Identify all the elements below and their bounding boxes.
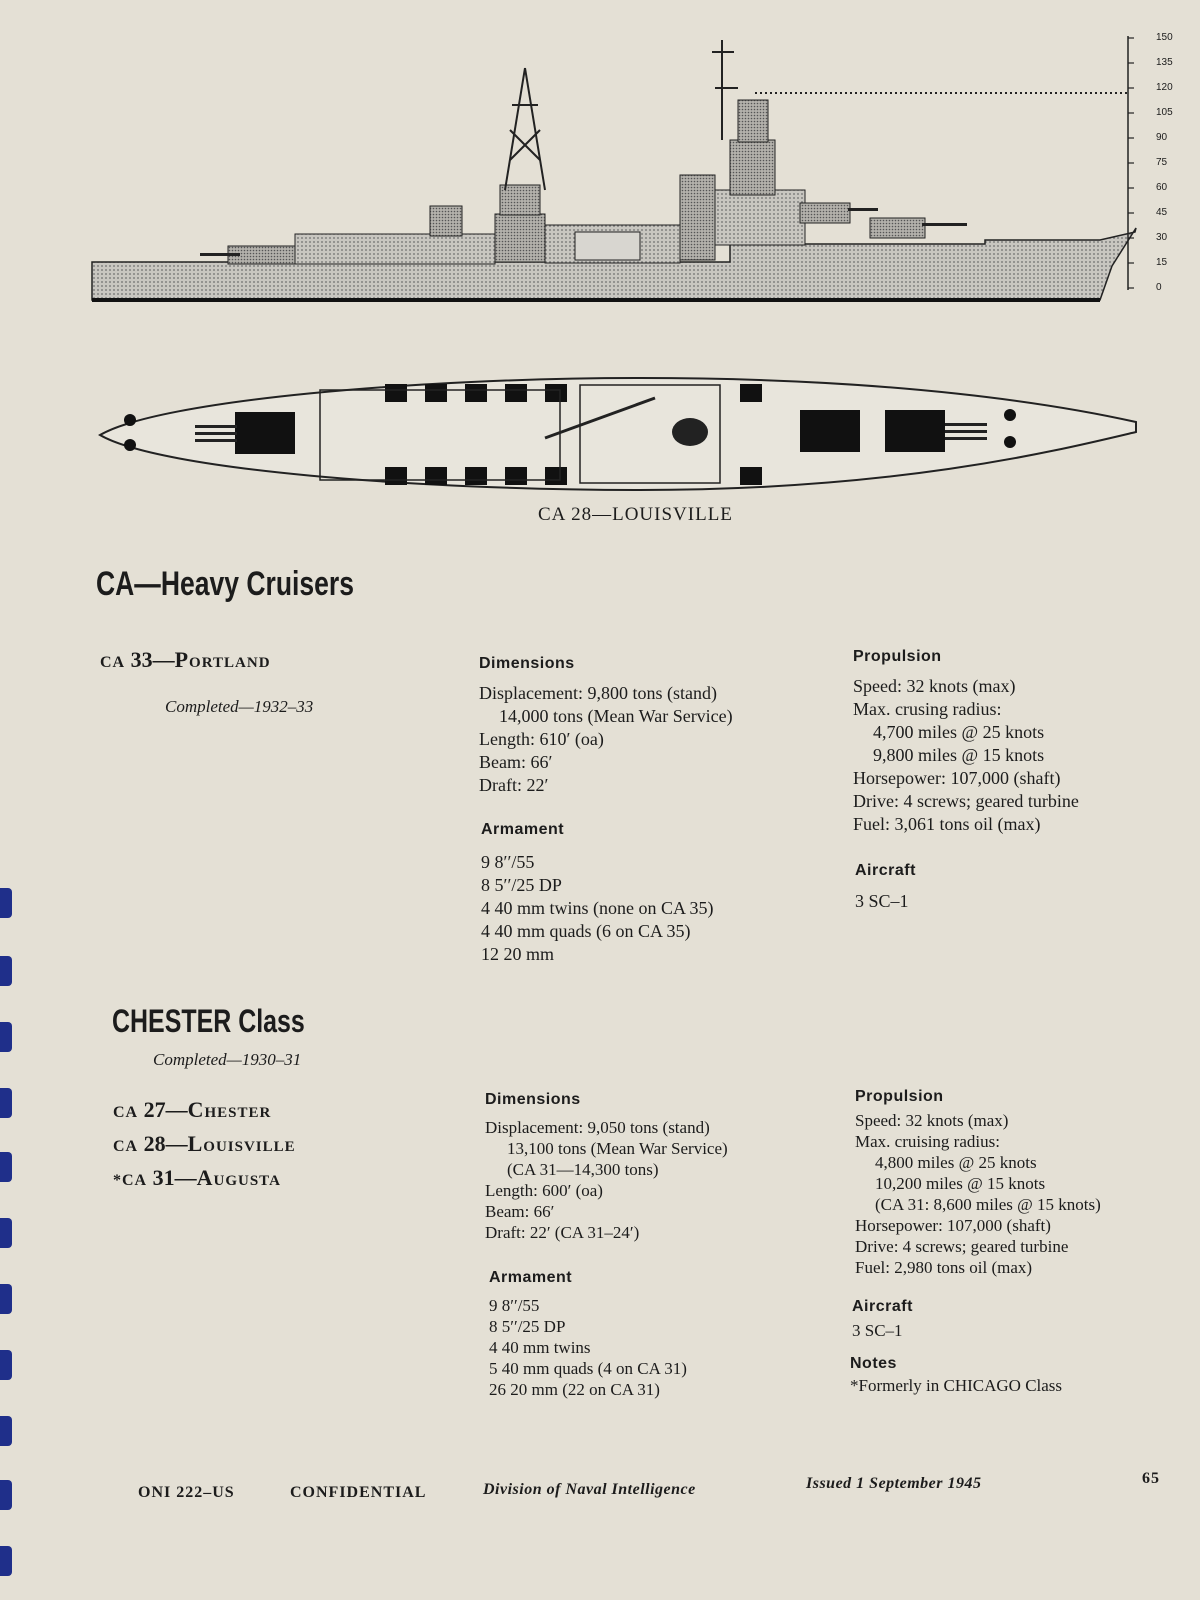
spec-line: Max. cruising radius:: [855, 1132, 1000, 1151]
ship-prefix: *CA: [113, 1172, 148, 1189]
ship-number: 27—: [143, 1097, 188, 1122]
dimensions-block: Dimensions Displacement: 9,800 tons (sta…: [479, 655, 733, 797]
spec-line: 9 8′′/55: [481, 852, 535, 872]
spec-line: Speed: 32 knots (max): [855, 1111, 1009, 1130]
spec-line: Max. crusing radius:: [853, 699, 1002, 719]
ship-plan-drawing: [98, 376, 1137, 492]
armament-block: Armament 9 8′′/55 8 5′′/25 DP 4 40 mm tw…: [481, 821, 714, 966]
spec-line: 26 20 mm (22 on CA 31): [489, 1380, 660, 1399]
ship-number: 33—: [130, 647, 175, 672]
ship-prefix: CA: [113, 1104, 139, 1121]
ship-list: CA 27—Chester CA 28—Louisville *CA 31—Au…: [113, 1094, 296, 1196]
aircraft-block: Aircraft 3 SC–1: [855, 862, 916, 913]
propulsion-heading: Propulsion: [853, 648, 942, 665]
scale-label: 105: [1156, 107, 1173, 118]
dimensions-heading: Dimensions: [479, 655, 575, 672]
spec-line: 4,700 miles @ 25 knots: [873, 722, 1045, 742]
spec-line: 4 40 mm twins: [489, 1338, 591, 1357]
ship-name: Chester: [187, 1097, 272, 1122]
armament-block: Armament 9 8′′/55 8 5′′/25 DP 4 40 mm tw…: [489, 1269, 687, 1400]
spec-line: 5 40 mm quads (4 on CA 31): [489, 1359, 687, 1378]
scale-label: 150: [1156, 32, 1173, 43]
ship-designation: *CA 31—Augusta: [113, 1162, 296, 1196]
spec-line: 8 5′′/25 DP: [489, 1317, 566, 1336]
spec-line: (CA 31—14,300 tons): [507, 1160, 659, 1179]
footer-doc-id: ONI 222–US: [138, 1484, 235, 1501]
scale-label: 30: [1156, 232, 1168, 243]
drawing-caption: CA 28—LOUISVILLE: [538, 504, 733, 525]
dimensions-heading: Dimensions: [485, 1091, 581, 1108]
ship-designation: CA 27—Chester: [113, 1094, 296, 1128]
ship-designation: CA 28—Louisville: [113, 1128, 296, 1162]
ship-number: 28—: [143, 1131, 188, 1156]
scale-label: 75: [1156, 157, 1168, 168]
spec-line: Fuel: 2,980 tons oil (max): [855, 1258, 1033, 1277]
spec-line: 12 20 mm: [481, 944, 555, 964]
ship-designation: CA 33—Portland: [100, 647, 271, 673]
spec-line: Length: 610′ (oa): [479, 729, 604, 749]
spec-line: Speed: 32 knots (max): [853, 676, 1016, 696]
spec-line: 4 40 mm quads (6 on CA 35): [481, 921, 691, 941]
spec-line: 9,800 miles @ 15 knots: [873, 745, 1045, 765]
scale-label: 60: [1156, 182, 1168, 193]
propulsion-block: Propulsion Speed: 32 knots (max) Max. cr…: [855, 1088, 1101, 1278]
spec-line: Drive: 4 screws; geared turbine: [853, 791, 1079, 811]
spec-line: 9 8′′/55: [489, 1296, 540, 1315]
spec-line: (CA 31: 8,600 miles @ 15 knots): [875, 1195, 1101, 1214]
spec-line: 4,800 miles @ 25 knots: [875, 1153, 1037, 1172]
footer-classification: CONFIDENTIAL: [290, 1484, 427, 1501]
aircraft-heading: Aircraft: [855, 862, 916, 879]
section-title: CA—Heavy Cruisers: [96, 565, 354, 603]
propulsion-block: Propulsion Speed: 32 knots (max) Max. cr…: [853, 648, 1079, 836]
scale-label: 45: [1156, 207, 1168, 218]
ship-name: Augusta: [196, 1165, 281, 1190]
ship-name: Louisville: [187, 1131, 296, 1156]
armament-heading: Armament: [481, 821, 565, 838]
spec-line: 4 40 mm twins (none on CA 35): [481, 898, 714, 918]
spec-line: Length: 600′ (oa): [485, 1181, 603, 1200]
spec-line: 3 SC–1: [852, 1321, 903, 1340]
dimensions-block: Dimensions Displacement: 9,050 tons (sta…: [485, 1091, 728, 1243]
aircraft-heading: Aircraft: [852, 1298, 913, 1315]
spec-line: Displacement: 9,050 tons (stand): [485, 1118, 710, 1137]
spec-line: Beam: 66′: [479, 752, 553, 772]
notes-block: Notes *Formerly in CHICAGO Class: [850, 1355, 1062, 1396]
spec-line: 13,100 tons (Mean War Service): [507, 1139, 728, 1158]
ship-prefix: CA: [100, 654, 126, 671]
footer-issued: Issued 1 September 1945: [806, 1475, 982, 1492]
spec-line: Beam: 66′: [485, 1202, 555, 1221]
scale-label: 90: [1156, 132, 1168, 143]
armament-heading: Armament: [489, 1269, 573, 1286]
notes-heading: Notes: [850, 1355, 897, 1372]
spec-line: 14,000 tons (Mean War Service): [499, 706, 733, 726]
aircraft-block: Aircraft 3 SC–1: [852, 1298, 913, 1341]
spec-line: Fuel: 3,061 tons oil (max): [853, 814, 1041, 834]
completed-date: Completed—1930–31: [153, 1050, 302, 1069]
spec-line: Horsepower: 107,000 (shaft): [855, 1216, 1051, 1235]
spec-line: 10,200 miles @ 15 knots: [875, 1174, 1046, 1193]
spec-line: 3 SC–1: [855, 891, 909, 911]
completed-date: Completed—1932–33: [165, 697, 314, 716]
spec-line: Displacement: 9,800 tons (stand): [479, 683, 717, 703]
propulsion-heading: Propulsion: [855, 1088, 944, 1105]
scale-label: 15: [1156, 257, 1168, 268]
ship-prefix: CA: [113, 1138, 139, 1155]
spec-line: Horsepower: 107,000 (shaft): [853, 768, 1061, 788]
ship-number: 31—: [152, 1165, 197, 1190]
page-number: 65: [1142, 1470, 1160, 1487]
spec-line: Draft: 22′: [479, 775, 549, 795]
spec-line: Draft: 22′ (CA 31–24′): [485, 1223, 640, 1242]
spec-line: Drive: 4 screws; geared turbine: [855, 1237, 1069, 1256]
spec-line: *Formerly in CHICAGO Class: [850, 1376, 1063, 1395]
class-title: CHESTER Class: [112, 1003, 305, 1039]
scale-label: 120: [1156, 82, 1173, 93]
ship-profile-drawing: [91, 36, 1137, 302]
ship-name: Portland: [174, 647, 271, 672]
scale-label: 135: [1156, 57, 1173, 68]
spec-line: 8 5′′/25 DP: [481, 875, 562, 895]
scale-label: 0: [1156, 282, 1162, 293]
footer-division: Division of Naval Intelligence: [483, 1481, 696, 1498]
